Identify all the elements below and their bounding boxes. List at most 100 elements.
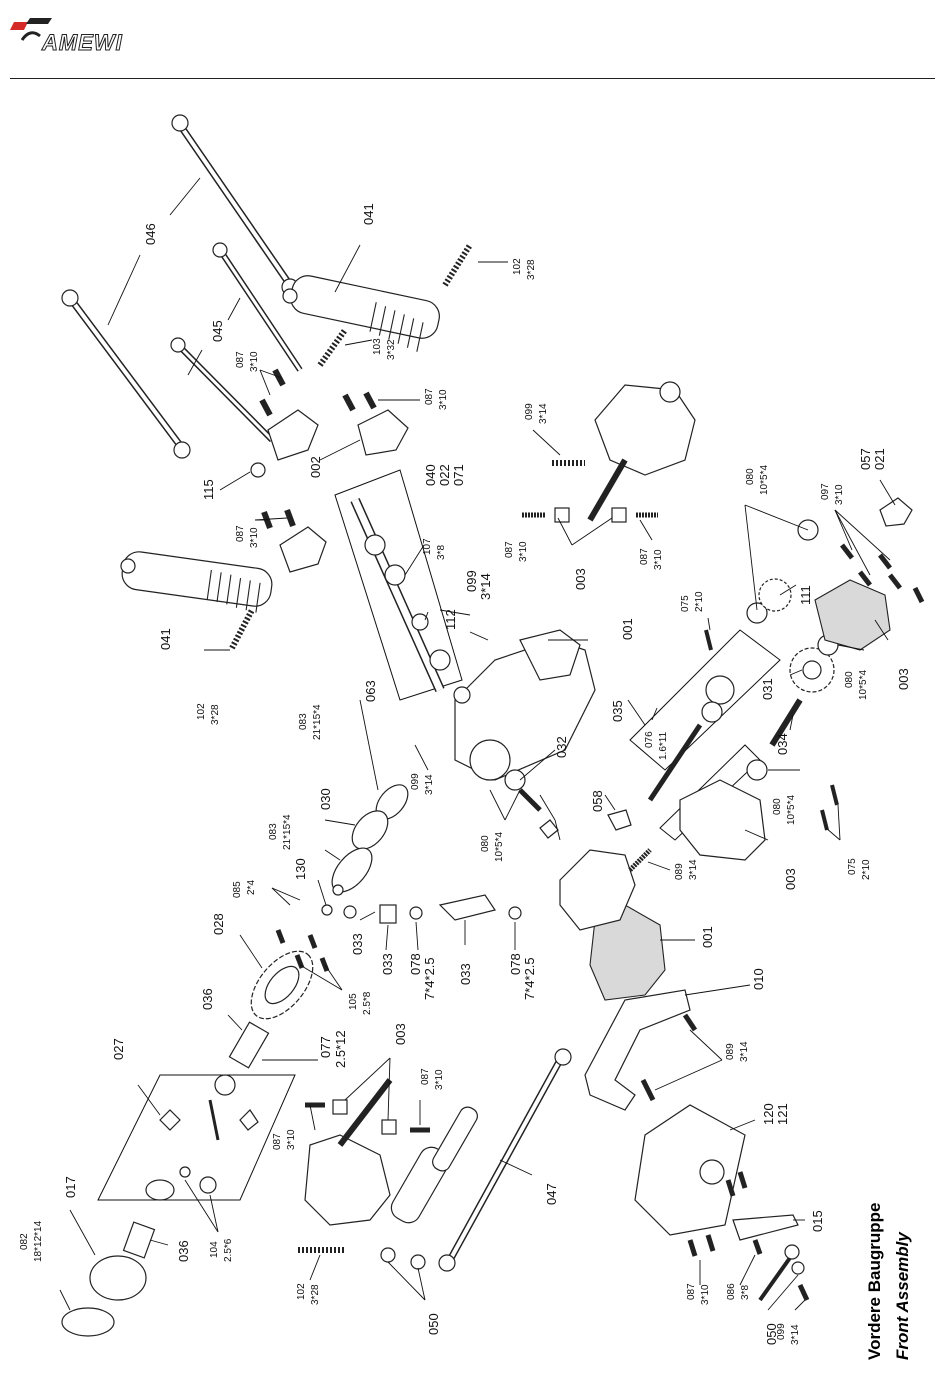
label-080-size: 10*5*4: [494, 832, 505, 862]
label-078: 078: [508, 953, 523, 975]
label-099-size: 3*14: [790, 1324, 801, 1345]
label-034: 034: [775, 733, 790, 755]
label-083-size: 21*15*4: [312, 704, 323, 740]
part-002-mount-b: [357, 409, 409, 456]
label-102-size: 3*28: [526, 259, 537, 280]
part-003-knuckle-lower: [304, 1078, 430, 1226]
label-080-size: 10*5*4: [786, 795, 797, 825]
label-099: 099: [410, 773, 421, 790]
part-028-ring-gear: [250, 950, 314, 1020]
label-099-size: 3*14: [538, 403, 549, 424]
part-115-nut: [250, 462, 266, 478]
label-102: 102: [296, 1283, 307, 1300]
label-130: 130: [293, 858, 308, 880]
part-087-servo-screws: [687, 1171, 748, 1257]
part-033-yokes: [379, 894, 522, 924]
label-102-size: 3*28: [310, 1284, 321, 1305]
header-rule: [10, 78, 935, 79]
part-015-servo-arm: [732, 1214, 799, 1241]
label-080: 080: [745, 468, 756, 485]
part-032-parts: [518, 788, 559, 839]
label-033: 033: [350, 933, 365, 955]
label-083: 083: [298, 713, 309, 730]
part-040-group: [334, 469, 463, 701]
label-121: 121: [775, 1103, 790, 1125]
label-076: 076: [644, 731, 655, 748]
label-003: 003: [573, 568, 588, 590]
label-089: 089: [674, 863, 685, 880]
part-017-diff-case: [89, 1255, 147, 1301]
part-031-gear: [789, 647, 835, 693]
label-087: 087: [504, 541, 515, 558]
part-diff-housing: [559, 849, 636, 931]
label-089-size: 3*14: [688, 859, 699, 880]
label-021: 021: [872, 448, 887, 470]
label-035: 035: [610, 700, 625, 722]
part-010-bracket: [584, 989, 691, 1111]
part-002-mount-a: [267, 409, 319, 461]
label-040: 040: [423, 464, 438, 486]
part-030-bearing: [351, 810, 389, 850]
part-036-shaft-b: [122, 1221, 156, 1259]
part-001-gearbox-main: [453, 629, 596, 791]
label-028: 028: [211, 913, 226, 935]
logo-text: AMEWI: [41, 30, 123, 55]
label-001: 001: [620, 618, 635, 640]
label-080-size: 10*5*4: [759, 465, 770, 495]
part-080-bearings: [746, 519, 839, 781]
label-107-size: 3*8: [436, 545, 447, 560]
label-046: 046: [143, 223, 158, 245]
logo-mark-dark: [26, 18, 52, 24]
part-120-servo: [634, 1104, 746, 1236]
label-115: 115: [201, 479, 216, 500]
label-087-size: 3*10: [249, 527, 260, 548]
amewi-logo: AMEWI: [10, 18, 123, 56]
logo-swoosh: [20, 31, 41, 41]
label-077: 077: [318, 1036, 333, 1058]
label-080: 080: [480, 835, 491, 852]
part-045-link-b: [170, 337, 275, 443]
label-075: 075: [680, 595, 691, 612]
title-english: Front Assembly: [893, 1231, 912, 1360]
part-003-small-screws: [522, 507, 658, 523]
label-071: 071: [451, 464, 466, 486]
part-075-pins: [704, 629, 839, 831]
label-086-size: 3*8: [740, 1285, 751, 1300]
label-075-size: 2*10: [694, 591, 705, 612]
label-050: 050: [426, 1313, 441, 1335]
label-099-size: 3*14: [424, 774, 435, 795]
label-087-size: 3*10: [249, 351, 260, 372]
label-087: 087: [639, 548, 650, 565]
label-105: 105: [348, 993, 359, 1010]
part-servo-link: [752, 1239, 810, 1302]
label-080: 080: [772, 798, 783, 815]
part-057-cap: [879, 497, 913, 527]
label-030: 030: [318, 788, 333, 810]
part-034-shaft: [769, 698, 803, 747]
title-german: Vordere Baugruppe: [865, 1203, 884, 1360]
label-104: 104: [209, 1241, 220, 1258]
label-112: 112: [443, 609, 458, 630]
label-076-size: 1.6*11: [658, 731, 669, 760]
label-078: 078: [408, 953, 423, 975]
label-099: 099: [524, 403, 535, 420]
label-057: 057: [858, 448, 873, 470]
label-078-size: 7*4*2.5: [522, 957, 537, 1000]
label-047: 047: [544, 1183, 559, 1205]
label-087-size: 3*10: [438, 389, 449, 410]
label-087: 087: [686, 1283, 697, 1300]
label-085-size: 2*4: [246, 880, 257, 895]
label-103-size: 3*32: [386, 339, 397, 360]
part-089-screw-a: [628, 848, 652, 872]
label-050: 050: [764, 1323, 779, 1345]
label-087-size: 3*10: [518, 541, 529, 562]
label-001: 001: [700, 926, 715, 948]
label-058: 058: [590, 790, 605, 812]
part-041-shock-bottom: [390, 1106, 478, 1224]
part-089-screws-b: [640, 1013, 698, 1102]
label-089: 089: [725, 1043, 736, 1060]
label-087: 087: [272, 1133, 283, 1150]
label-075: 075: [847, 858, 858, 875]
label-089-size: 3*14: [739, 1041, 750, 1062]
